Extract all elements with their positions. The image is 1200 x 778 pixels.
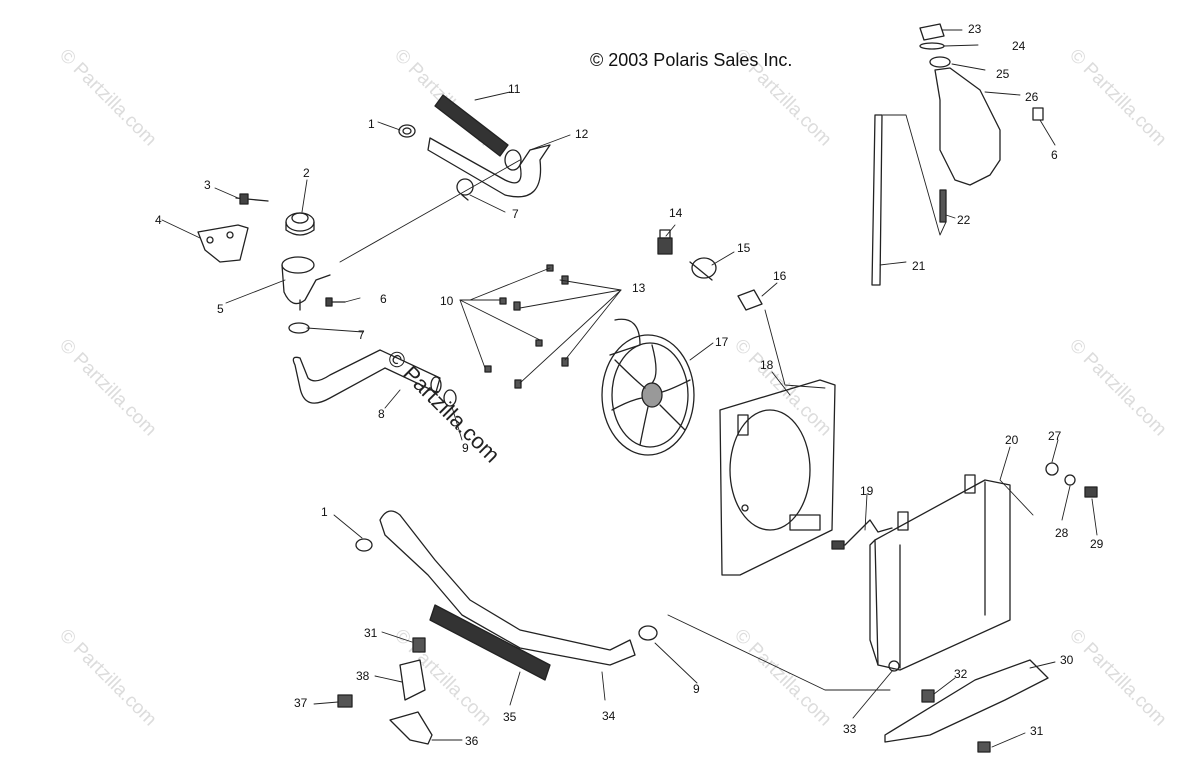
part-9-clamp — [443, 389, 457, 407]
callout-9: 9 — [462, 441, 469, 455]
callout-30: 30 — [1060, 653, 1074, 667]
part-7-clamp-top — [456, 178, 474, 201]
callout-20: 20 — [1005, 433, 1019, 447]
part-22-fitting — [939, 189, 947, 223]
callout-23: 23 — [968, 22, 982, 36]
part-18-shroud — [719, 379, 836, 576]
part-7-clamp-lower — [288, 322, 310, 334]
part-11-sleeve — [434, 94, 509, 157]
callout-33: 33 — [843, 722, 857, 736]
copyright-text: © 2003 Polaris Sales Inc. — [590, 50, 793, 70]
callout-8: 8 — [378, 407, 385, 421]
part-1-clamp-lower — [355, 538, 373, 552]
callout-1: 1 — [368, 117, 375, 131]
callout-6b: 6 — [1051, 148, 1058, 162]
part-20-radiator — [869, 474, 1011, 672]
part-12-hose — [427, 137, 551, 198]
part-6-bolt-right — [1032, 107, 1044, 121]
callout-labels: 1 2 3 4 5 6 7 8 9 10 11 12 7 13 14 15 16… — [155, 22, 1104, 748]
callout-3: 3 — [204, 178, 211, 192]
callout-5: 5 — [217, 302, 224, 316]
callout-37: 37 — [294, 696, 308, 710]
part-14-fitting — [657, 229, 673, 255]
part-8-hose — [292, 349, 442, 404]
part-19-sensor — [831, 519, 893, 550]
callout-17: 17 — [715, 335, 729, 349]
part-6-bolt — [325, 297, 346, 307]
part-3-bolt — [235, 193, 269, 205]
callout-13: 13 — [632, 281, 646, 295]
callout-19: 19 — [860, 484, 874, 498]
callout-35: 35 — [503, 710, 517, 724]
leader-lines — [161, 29, 1098, 748]
callout-22: 22 — [957, 213, 971, 227]
part-34-hose — [379, 510, 636, 666]
part-27-29-hardware — [1045, 462, 1098, 498]
callout-7b: 7 — [512, 207, 519, 221]
part-17-fan — [601, 318, 695, 456]
callout-14: 14 — [669, 206, 683, 220]
part-31-33-hardware — [412, 637, 991, 753]
part-5-filler-neck — [281, 256, 331, 311]
callout-31b: 31 — [364, 626, 378, 640]
callout-21: 21 — [912, 259, 926, 273]
part-23-26-reservoir — [919, 23, 1001, 186]
callout-32: 32 — [954, 667, 968, 681]
part-15-switch — [689, 257, 717, 281]
part-21-tube — [871, 114, 883, 286]
callout-24: 24 — [1012, 39, 1026, 53]
callout-9b: 9 — [693, 682, 700, 696]
callout-27: 27 — [1048, 429, 1062, 443]
callout-36: 36 — [465, 734, 479, 748]
callout-12: 12 — [575, 127, 589, 141]
part-36-38-hardware — [337, 659, 433, 745]
callout-7: 7 — [358, 328, 365, 342]
part-10-13-fasteners — [484, 264, 569, 389]
part-30-guard — [884, 659, 1049, 743]
callout-2: 2 — [303, 166, 310, 180]
callout-6: 6 — [380, 292, 387, 306]
callout-10: 10 — [440, 294, 454, 308]
callout-28: 28 — [1055, 526, 1069, 540]
callout-16: 16 — [773, 269, 787, 283]
callout-26: 26 — [1025, 90, 1039, 104]
part-2-cap — [285, 212, 315, 236]
callout-31: 31 — [1030, 724, 1044, 738]
callout-25: 25 — [996, 67, 1010, 81]
part-1-clamp — [398, 124, 416, 138]
part-4-bracket — [197, 224, 249, 263]
callout-15: 15 — [737, 241, 751, 255]
part-9-clamp-lower — [638, 625, 658, 641]
part-35-sleeve — [429, 604, 551, 681]
callout-38: 38 — [356, 669, 370, 683]
callout-4: 4 — [155, 213, 162, 227]
callout-11: 11 — [508, 82, 521, 96]
callout-18: 18 — [760, 358, 774, 372]
callout-29: 29 — [1090, 537, 1104, 551]
callout-1b: 1 — [321, 505, 328, 519]
callout-34: 34 — [602, 709, 616, 723]
part-16-grommet — [737, 289, 763, 311]
